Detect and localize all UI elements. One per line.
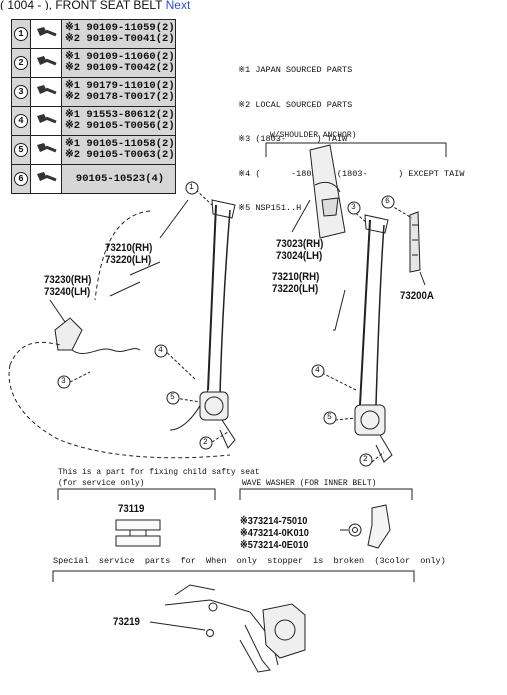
parts-table-row: 4 ※1 91553-80612(2)※2 90105-T0056(2) bbox=[11, 106, 176, 136]
special-service-note: Special service parts for When only stop… bbox=[53, 556, 446, 566]
part-number: ※2 90109-T0042(2) bbox=[65, 62, 175, 74]
item-number: 3 bbox=[14, 85, 28, 99]
callout-5: 5 bbox=[327, 413, 332, 422]
bolt-icon bbox=[37, 143, 57, 153]
part-number: 90105-10523(4) bbox=[75, 172, 165, 185]
belt-assembly-label: 73200A bbox=[400, 290, 434, 302]
bolt-icon bbox=[37, 114, 57, 124]
shoulder-anchor-part-label: 73023(RH) 73024(LH) bbox=[276, 238, 324, 262]
wave-washer-part-3: ※573214-0E010 bbox=[240, 539, 309, 551]
next-link[interactable]: Next bbox=[165, 0, 191, 10]
note-line: ※5 NSP151..H bbox=[238, 203, 302, 213]
callout-6: 6 bbox=[385, 197, 390, 206]
child-seat-note: This is a part for fixing child safty se… bbox=[58, 468, 260, 488]
parts-table: 1 ※1 90109-11059(2)※2 90109-T0041(2) 2 ※1 9… bbox=[11, 19, 176, 194]
part-numbers-cell: ※1 90179-11010(2)※2 90178-T0017(2) bbox=[61, 77, 176, 107]
parts-table-row: 6 90105-10523(4) bbox=[11, 164, 176, 194]
item-number-cell: 4 bbox=[11, 106, 31, 136]
bolt-icon bbox=[37, 85, 57, 95]
retractor-label-left: 73210(RH) 73220(LH) bbox=[105, 242, 153, 266]
bolt-icon bbox=[30, 77, 62, 107]
buckle-label: 73230(RH) 73240(LH) bbox=[44, 274, 92, 298]
parts-table-row: 1 ※1 90109-11059(2)※2 90109-T0041(2) bbox=[11, 19, 176, 49]
callout-3: 3 bbox=[61, 377, 66, 386]
part-number: ※1 90105-11058(2) bbox=[65, 138, 175, 150]
part-numbers-cell: ※1 90109-11059(2)※2 90109-T0041(2) bbox=[61, 19, 176, 49]
callout-1: 1 bbox=[189, 183, 194, 192]
item-number-cell: 5 bbox=[11, 135, 31, 165]
parts-table-row: 2 ※1 90109-11060(2)※2 90109-T0042(2) bbox=[11, 48, 176, 78]
note-line: ※3 (1803- ) TAIW bbox=[238, 134, 348, 144]
callout-2: 2 bbox=[363, 455, 368, 464]
bolt-icon bbox=[37, 27, 57, 37]
callout-5: 5 bbox=[170, 393, 175, 402]
item-number: 2 bbox=[14, 56, 28, 70]
part-number: ※2 90105-T0063(2) bbox=[65, 149, 175, 161]
parts-table-row: 5 ※1 90105-11058(2)※2 90105-T0063(2) bbox=[11, 135, 176, 165]
item-number: 6 bbox=[14, 172, 28, 186]
part-number: ※2 90105-T0056(2) bbox=[65, 120, 175, 132]
retractor-label-right: 73210(RH) 73220(LH) bbox=[272, 271, 320, 295]
part-numbers-cell: ※1 91553-80612(2)※2 90105-T0056(2) bbox=[61, 106, 176, 136]
callout-2: 2 bbox=[203, 438, 208, 447]
part-number: ※1 91553-80612(2) bbox=[65, 109, 175, 121]
callout-4: 4 bbox=[158, 346, 163, 355]
header-title: ( 1004 - ), FRONT SEAT BELT bbox=[0, 0, 163, 10]
part-numbers-cell: ※1 90105-11058(2)※2 90105-T0063(2) bbox=[61, 135, 176, 165]
part-numbers-cell: 90105-10523(4) bbox=[61, 164, 176, 194]
part-number: ※1 90109-11059(2) bbox=[65, 22, 175, 34]
wave-washer-title: WAVE WASHER (FOR INNER BELT) bbox=[242, 479, 377, 488]
child-seat-part-number: 73119 bbox=[118, 503, 145, 515]
part-number: ※1 90109-11060(2) bbox=[65, 51, 175, 63]
shoulder-anchor-label: W/SHOULDER ANCHOR) bbox=[270, 131, 357, 140]
note-line: ※1 JAPAN SOURCED PARTS bbox=[238, 65, 353, 75]
note-line: ※2 LOCAL SOURCED PARTS bbox=[238, 99, 353, 110]
part-numbers-cell: ※1 90109-11060(2)※2 90109-T0042(2) bbox=[61, 48, 176, 78]
bolt-icon bbox=[37, 172, 57, 182]
part-number: ※2 90109-T0041(2) bbox=[65, 33, 175, 45]
bolt-icon bbox=[30, 164, 62, 194]
parts-table-row: 3 ※1 90179-11010(2)※2 90178-T0017(2) bbox=[11, 77, 176, 107]
callout-4: 4 bbox=[315, 366, 320, 375]
wave-washer-part-1: ※373214-75010 bbox=[240, 515, 308, 527]
stopper-part-number: 73219 bbox=[113, 616, 140, 628]
item-number: 4 bbox=[14, 114, 28, 128]
bolt-icon bbox=[30, 106, 62, 136]
bolt-icon bbox=[30, 48, 62, 78]
wave-washer-part-2: ※473214-0K010 bbox=[240, 527, 309, 539]
part-number: ※2 90178-T0017(2) bbox=[65, 91, 175, 103]
bolt-icon bbox=[37, 56, 57, 66]
item-number: 5 bbox=[14, 143, 28, 157]
callout-3: 3 bbox=[351, 203, 356, 212]
item-number: 1 bbox=[14, 27, 28, 41]
part-number: ※1 90179-11010(2) bbox=[65, 80, 175, 92]
page-header: ( 1004 - ), FRONT SEAT BELT Next bbox=[0, 0, 507, 10]
